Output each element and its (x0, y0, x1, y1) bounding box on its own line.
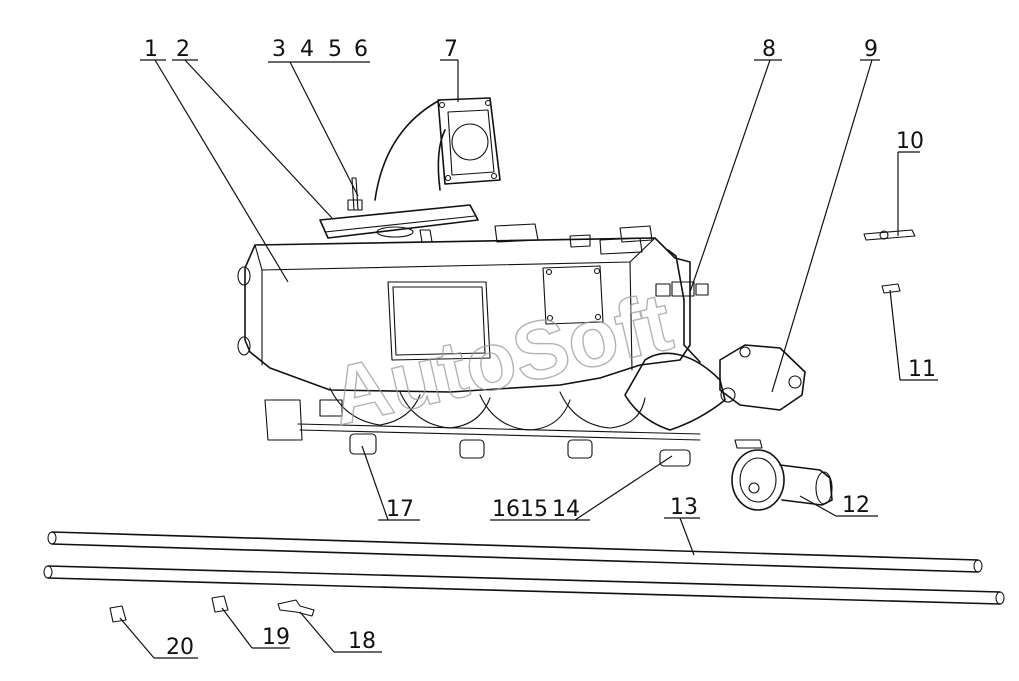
watermark: AutoSoft (322, 276, 680, 443)
callout-20: 20 (166, 635, 194, 660)
callout-9: 9 (864, 37, 878, 62)
callout-1: 1 (144, 37, 158, 62)
callout-17: 17 (386, 497, 414, 522)
callout-5: 5 (328, 37, 342, 62)
flange-plate (719, 344, 806, 449)
fitting-8 (655, 281, 709, 297)
callout-12: 12 (842, 493, 870, 518)
callout-6: 6 (354, 37, 368, 62)
callout-14: 14 (552, 497, 580, 522)
callout-18: 18 (348, 629, 376, 654)
callout-2: 2 (176, 37, 190, 62)
leader-lines (119, 59, 938, 659)
callout-7: 7 (444, 37, 458, 62)
callout-4: 4 (300, 37, 314, 62)
callout-19: 19 (262, 625, 290, 650)
part-11 (881, 283, 901, 294)
part-10 (863, 229, 916, 241)
small-hardware (109, 595, 315, 623)
callout-13: 13 (670, 495, 698, 520)
elbow-outlet (374, 97, 501, 201)
bottom-fittings (264, 399, 691, 467)
callout-10: 10 (896, 129, 924, 154)
callout-16: 16 (492, 497, 520, 522)
callout-numbers: 1 2 3 4 5 6 7 8 9 10 11 12 13 14 15 16 1… (144, 37, 936, 660)
thermostat-housing (731, 449, 833, 511)
callout-8: 8 (762, 37, 776, 62)
tubes (43, 531, 1005, 605)
callout-11: 11 (908, 357, 936, 382)
runner-ports (297, 352, 726, 441)
top-flange-hardware (319, 177, 479, 243)
manifold-body (237, 223, 701, 393)
callout-3: 3 (272, 37, 286, 62)
callout-15: 15 (520, 497, 548, 522)
